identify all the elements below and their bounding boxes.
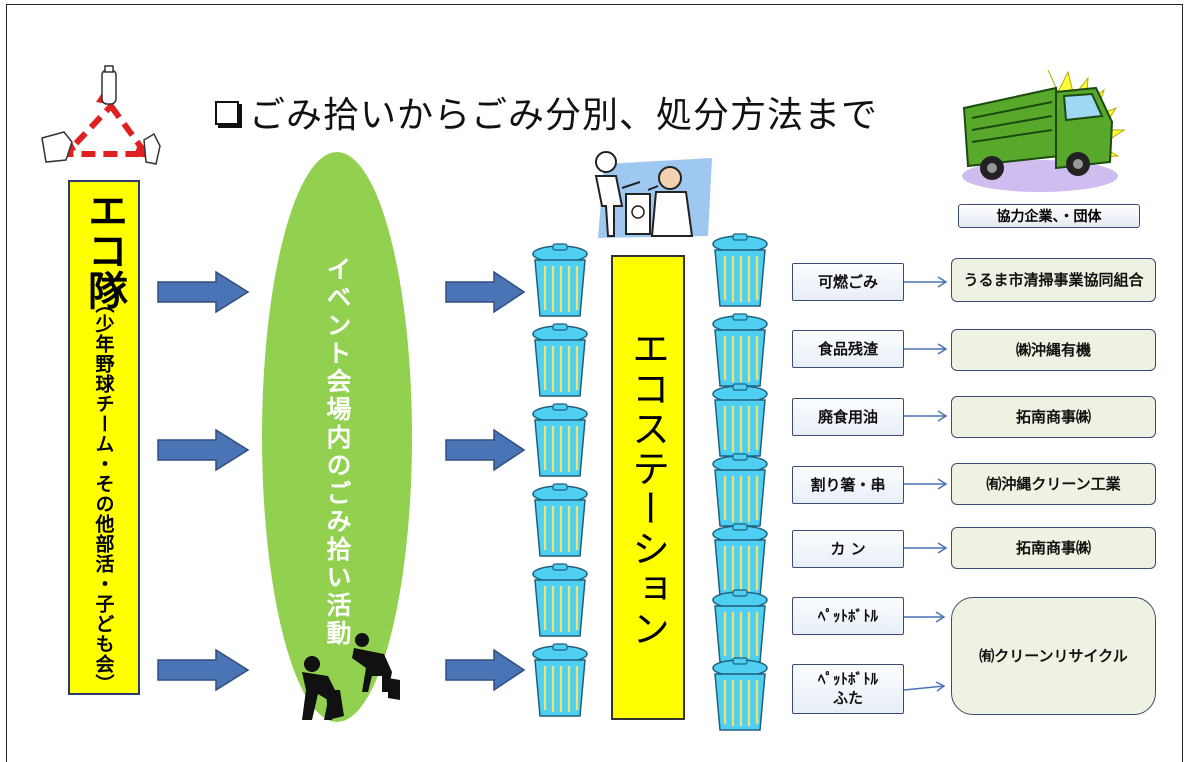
slide-frame bbox=[6, 4, 1183, 762]
left-trash-bin-icon-3 bbox=[531, 403, 589, 478]
recycle-icon bbox=[41, 65, 161, 165]
checkbox-icon bbox=[215, 101, 239, 125]
eco-team-members: （少年野球チーム・その他部活・子ども会） bbox=[92, 294, 115, 694]
company-uruma-cleaning: うるま市清掃事業協同組合 bbox=[951, 258, 1156, 302]
arrow-team-to-activity-1 bbox=[157, 270, 250, 314]
eco-station-box: エコステーション bbox=[611, 255, 685, 720]
category-burnable: 可燃ごみ bbox=[792, 263, 904, 301]
eco-team-title: エコ隊 bbox=[81, 190, 127, 310]
category-pet-bottles: ﾍﾟｯﾄﾎﾞﾄﾙ bbox=[792, 597, 904, 635]
left-trash-bin-icon-4 bbox=[531, 483, 589, 558]
right-trash-bin-icon-6 bbox=[711, 589, 769, 664]
left-trash-bin-icon-6 bbox=[531, 643, 589, 718]
page-title-text: ごみ拾いからごみ分別、処分方法まで bbox=[249, 95, 879, 136]
arrow-team-to-activity-2 bbox=[157, 428, 250, 472]
category-food-residue: 食品残渣 bbox=[792, 330, 904, 368]
company-okinawa-organic: ㈱沖縄有機 bbox=[951, 329, 1156, 371]
left-trash-bin-icon-1 bbox=[531, 243, 589, 318]
arrow-activity-to-bins-2 bbox=[445, 428, 526, 472]
cooperation-label: 協力企業、・団体 bbox=[958, 204, 1140, 228]
cleanup-workers-icon bbox=[302, 633, 400, 720]
arrow-team-to-activity-3 bbox=[157, 648, 250, 692]
right-trash-bin-icon-2 bbox=[711, 313, 769, 388]
right-trash-bin-icon-4 bbox=[711, 453, 769, 528]
category-chopsticks-skewers: 割り箸・串 bbox=[792, 466, 904, 504]
arrow-activity-to-bins-3 bbox=[445, 648, 526, 692]
left-trash-bin-icon-2 bbox=[531, 323, 589, 398]
eco-team-box: エコ隊 （少年野球チーム・その他部活・子ども会） bbox=[68, 180, 140, 695]
category-cans: カ ン bbox=[792, 530, 904, 568]
truck-icon bbox=[962, 69, 1126, 192]
activity-ellipse: イベント会場内のごみ拾い活動 bbox=[262, 152, 412, 722]
activity-label: イベント会場内のごみ拾い活動 bbox=[323, 256, 352, 648]
category-waste-cooking-oil: 廃食用油 bbox=[792, 398, 904, 436]
company-okinawa-clean: ㈲沖縄クリーン工業 bbox=[951, 463, 1156, 505]
arrow-activity-to-bins-1 bbox=[445, 270, 526, 314]
right-trash-bin-icon-7 bbox=[711, 657, 769, 732]
right-trash-bin-icon-5 bbox=[711, 523, 769, 598]
category-pet-bottle-caps: ﾍﾟｯﾄﾎﾞﾄﾙ ふた bbox=[792, 664, 904, 714]
right-trash-bin-icon-3 bbox=[711, 383, 769, 458]
handover-people-icon bbox=[594, 151, 712, 238]
right-trash-bin-icon-1 bbox=[711, 233, 769, 308]
company-clean-recycle: ㈲クリーンリサイクル bbox=[951, 597, 1156, 715]
eco-station-label: エコステーション bbox=[625, 329, 670, 649]
company-takunan-2: 拓南商事㈱ bbox=[951, 527, 1156, 569]
page-title: ごみ拾いからごみ分別、処分方法まで bbox=[215, 86, 878, 138]
company-takunan-1: 拓南商事㈱ bbox=[951, 396, 1156, 438]
left-trash-bin-icon-5 bbox=[531, 563, 589, 638]
